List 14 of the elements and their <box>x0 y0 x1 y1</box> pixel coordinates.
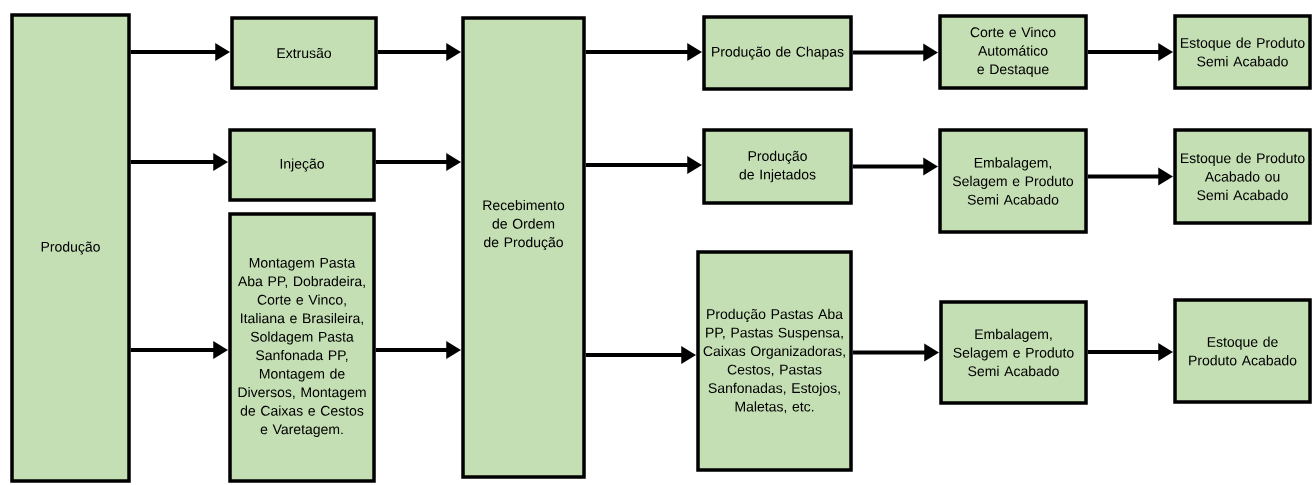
process-box: Estoque de Produto Acabado <box>1173 298 1312 404</box>
process-box: Produção de Injetados <box>702 128 853 205</box>
process-box: Embalagem, Selagem e Produto Semi Acabado <box>938 128 1088 234</box>
process-box: Injeção <box>228 128 376 202</box>
process-box: Produção <box>10 13 131 483</box>
process-box: Estoque de Produto Acabado ou Semi Acabado <box>1173 128 1312 225</box>
process-box: Montagem Pasta Aba PP, Dobradeira, Corte e Vinco, Italiana e Brasileira, Soldagem Pasta Sanfonada PP, Montagem de Diversos, Montagem de Caixas e Cestos e Varetagem. <box>228 212 376 483</box>
process-box: Recebimento de Ordem de Produção <box>461 16 586 479</box>
process-box: Estoque de Produto Semi Acabado <box>1173 14 1312 90</box>
process-box: Produção Pastas Aba PP, Pastas Suspensa, Caixas Organizadoras, Cestos, Pastas Sanfonadas, Estojos, Maletas, etc. <box>696 250 853 472</box>
process-box: Corte e Vinco Automático e Destaque <box>938 14 1088 90</box>
process-box: Embalagem, Selagem e Produto Semi Acabado <box>939 300 1088 405</box>
process-box: Produção de Chapas <box>702 15 853 91</box>
process-box: Extrusão <box>230 16 378 90</box>
